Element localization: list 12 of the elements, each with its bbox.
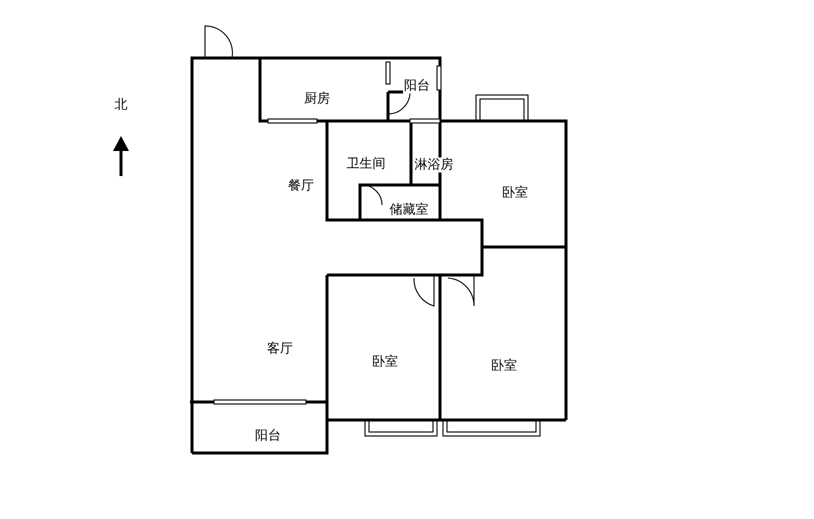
room-label: 淋浴房 bbox=[414, 158, 454, 172]
room-label: 阳台 bbox=[403, 78, 431, 94]
north-label: 北 bbox=[114, 98, 128, 112]
room-label: 客厅 bbox=[266, 342, 294, 356]
room-label: 储藏室 bbox=[388, 202, 430, 218]
room-label: 卫生间 bbox=[346, 156, 386, 172]
room-label: 阳台 bbox=[254, 428, 282, 444]
room-label: 卧室 bbox=[371, 354, 399, 370]
room-label: 卧室 bbox=[490, 358, 518, 374]
room-label: 厨房 bbox=[303, 92, 331, 106]
room-label: 餐厅 bbox=[287, 178, 315, 194]
room-label: 卧室 bbox=[501, 186, 529, 200]
